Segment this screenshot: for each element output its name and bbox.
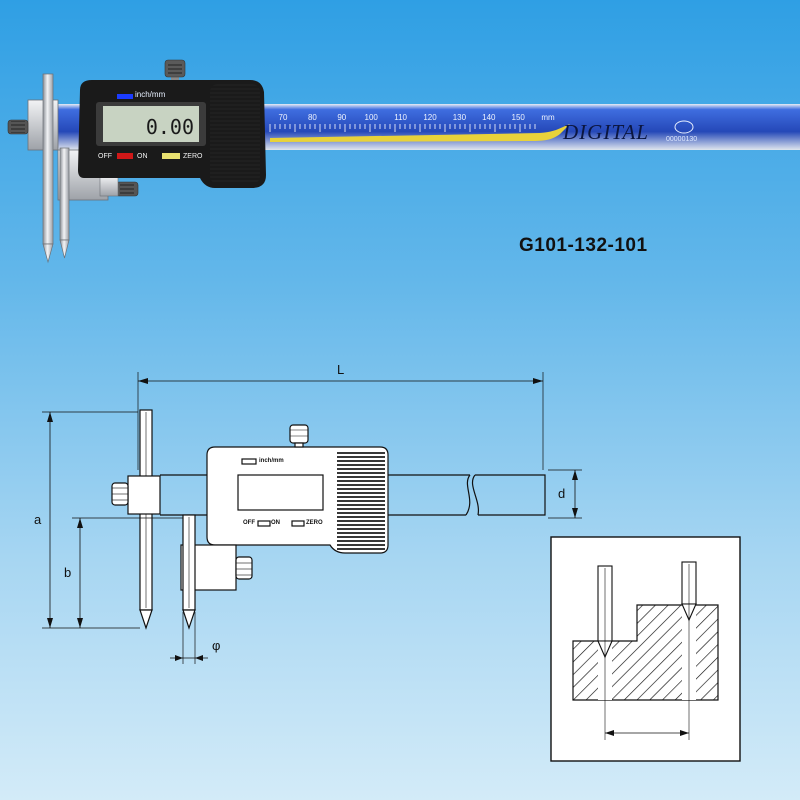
scale-label: 150: [511, 113, 525, 122]
usage-inset: [550, 536, 741, 762]
lcd-screen: [103, 106, 199, 142]
brand-swoosh: [270, 124, 570, 142]
drawing-off-label: OFF: [243, 520, 255, 526]
serial-number: 00000130: [666, 136, 698, 143]
drawing-lcd: [237, 474, 324, 511]
jaw-link: [99, 175, 119, 197]
rod-tip-left: [42, 243, 54, 264]
upright-rod: [42, 73, 54, 245]
drawing-upper-clamp: [127, 475, 161, 515]
brand-logo-icon: [674, 120, 694, 134]
dim-label-b: b: [64, 565, 72, 580]
off-label: OFF: [98, 153, 112, 160]
drawing-zero-button: [291, 520, 305, 527]
rod-tip-right: [59, 239, 70, 259]
brand-text: DIGITAL: [563, 120, 649, 144]
technical-drawing: [42, 372, 582, 664]
off-on-button[interactable]: [117, 153, 133, 159]
on-label: ON: [137, 153, 148, 160]
unit-label: inch/mm: [135, 90, 166, 99]
scale-label: 100: [364, 113, 378, 122]
dim-label-a: a: [34, 512, 42, 527]
scale-label: 130: [452, 113, 467, 122]
dim-label-d: d: [558, 486, 566, 501]
scale-label: 70: [278, 113, 288, 122]
zero-label: ZERO: [183, 153, 203, 160]
clamp-screw-right-knurl: [120, 183, 134, 195]
drawing-unit-label: inch/mm: [259, 458, 284, 464]
drawing-break: [465, 474, 480, 516]
drawing-sliding-tip: [182, 609, 196, 630]
scale-label: 140: [482, 113, 496, 122]
top-thumb-screw-knurl: [168, 62, 182, 75]
zero-button[interactable]: [162, 153, 180, 159]
dim-label-phi: φ: [212, 638, 221, 653]
drawing-zero-label: ZERO: [306, 520, 323, 526]
scale-label: 80: [307, 113, 317, 122]
drawing-off-button: [257, 520, 271, 527]
scale-label: 120: [423, 113, 437, 122]
drawing-unit-button: [241, 458, 257, 465]
digital-grip: [210, 84, 260, 184]
scale-ticks: [269, 124, 536, 132]
scale-label: 110: [394, 113, 407, 122]
drawing-side-screw: [235, 556, 253, 580]
drawing-upright-tip: [139, 609, 153, 630]
dim-label-L: L: [337, 362, 345, 377]
drawing-on-label: ON: [271, 520, 280, 526]
clamp-screw-left-knurl: [11, 121, 25, 133]
scale-unit: mm: [541, 113, 555, 122]
caliper-photo: [7, 59, 800, 264]
lcd-reading: 0.00: [145, 115, 194, 139]
sliding-rod: [59, 147, 70, 241]
drawing-top-screw: [289, 424, 309, 444]
model-code: G101-132-101: [519, 235, 648, 256]
unit-button[interactable]: [117, 94, 133, 99]
scale-label: 90: [337, 113, 347, 122]
drawing-grip: [337, 450, 385, 550]
